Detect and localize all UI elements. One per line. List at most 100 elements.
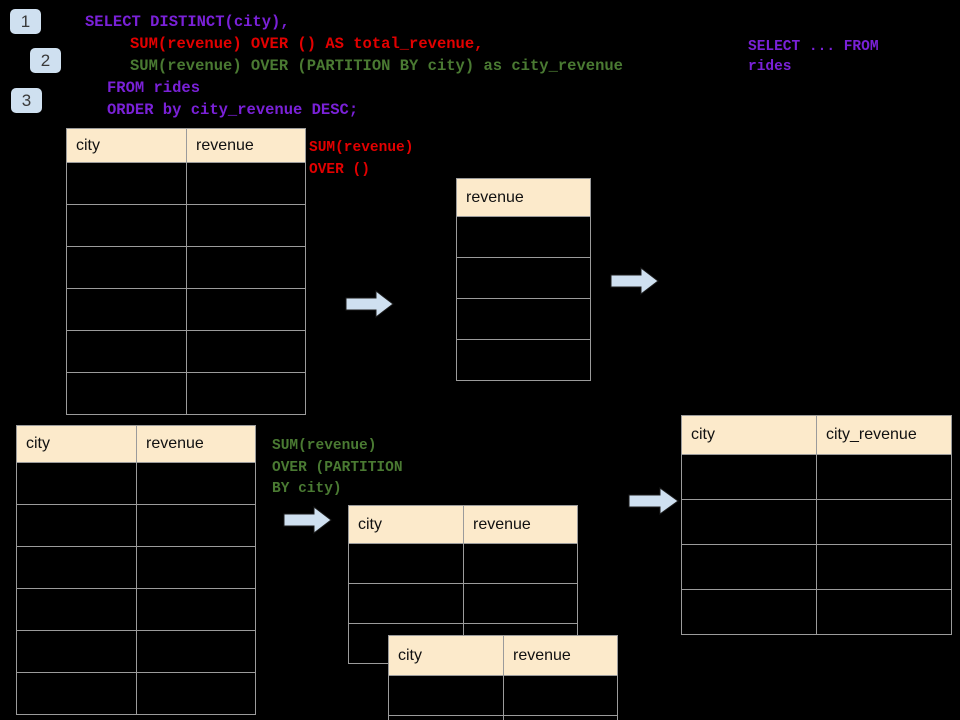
table-cell-revenue [186,330,306,373]
sql-line-select-distinct: SELECT DISTINCT(city), [85,13,290,31]
table-header-row: city city_revenue [681,415,952,455]
table-row [16,630,256,673]
table-cell-revenue [136,630,256,673]
partition-group-table-front: city revenue [388,635,618,720]
annotation-select-from-rides: SELECT ... FROM rides [748,39,879,75]
rides-source-table: city revenue [66,128,306,415]
arrow-source-to-partition [283,505,333,535]
step-badge-1-label: 1 [20,12,31,31]
column-header-city: city [388,635,504,676]
sql-line-sum-over-partition: SUM(revenue) OVER (PARTITION BY city) as… [130,57,623,75]
table-cell-revenue [456,339,591,381]
table-cell-city [66,288,187,331]
column-header-revenue: revenue [503,635,618,676]
sql-line-order-by: ORDER by city_revenue DESC; [107,101,359,119]
table-cell-city [16,588,137,631]
table-cell-revenue [463,583,578,624]
column-header-revenue: revenue [136,425,256,463]
table-cell-revenue [186,162,306,205]
sql-line-from-rides: FROM rides [107,79,201,97]
table-cell-city [681,454,817,500]
annotation-sum-over-partition: SUM(revenue) OVER (PARTITION BY city) [272,438,403,497]
step-badge-2[interactable]: 2 [30,48,61,73]
table-cell-city-revenue [816,589,952,635]
table-cell-city [681,589,817,635]
table-row [388,715,618,720]
table-header-row: city revenue [348,505,578,544]
table-cell-city [66,162,187,205]
table-cell-revenue [136,546,256,589]
table-row [681,454,952,500]
step-badge-3[interactable]: 3 [11,88,42,113]
table-cell-city [66,204,187,247]
table-cell-revenue [456,257,591,299]
table-cell-revenue [503,715,618,720]
table-cell-revenue [456,298,591,340]
column-header-city: city [66,128,187,163]
table-cell-city [66,372,187,415]
city-revenue-result-table: city city_revenue [681,415,952,635]
table-row [66,162,306,205]
table-cell-city-revenue [816,454,952,500]
table-row [348,583,578,624]
table-row [66,288,306,331]
table-row [16,504,256,547]
column-header-revenue: revenue [456,178,591,217]
table-header-row: city revenue [16,425,256,463]
table-row [66,372,306,415]
table-row [16,546,256,589]
arrow-source-to-total [345,289,395,319]
table-row [16,672,256,715]
table-cell-revenue [136,588,256,631]
column-header-city-revenue: city_revenue [816,415,952,455]
table-row [16,588,256,631]
table-cell-revenue [186,372,306,415]
table-cell-revenue [186,204,306,247]
rides-source-table-bottom: city revenue [16,425,256,715]
table-cell-revenue [456,216,591,258]
column-header-city: city [16,425,137,463]
column-header-city: city [681,415,817,455]
table-cell-city [16,672,137,715]
table-cell-city [348,583,464,624]
table-cell-revenue [136,462,256,505]
table-cell-city-revenue [816,544,952,590]
table-row [456,257,591,299]
table-row [681,589,952,635]
table-cell-city [66,246,187,289]
table-cell-revenue [136,672,256,715]
table-row [388,675,618,716]
table-row [66,204,306,247]
column-header-city: city [348,505,464,544]
table-cell-city [388,715,504,720]
step-badge-2-label: 2 [40,51,51,70]
sql-line-sum-over-empty: SUM(revenue) OVER () AS total_revenue, [130,35,484,53]
step-badge-1[interactable]: 1 [10,9,41,34]
table-cell-city [16,630,137,673]
column-header-revenue: revenue [186,128,306,163]
table-cell-city [16,546,137,589]
table-row [456,339,591,381]
table-cell-city [348,543,464,584]
table-header-row: revenue [456,178,591,217]
table-header-row: city revenue [388,635,618,676]
table-header-row: city revenue [66,128,306,163]
total-revenue-table: revenue [456,178,591,381]
table-row [66,330,306,373]
column-header-revenue: revenue [463,505,578,544]
table-cell-city [681,499,817,545]
table-row [456,216,591,258]
table-cell-city [681,544,817,590]
table-cell-revenue [136,504,256,547]
arrow-partition-to-result [628,486,680,516]
annotation-sum-over-empty: SUM(revenue) OVER () [309,140,414,178]
table-cell-revenue [186,246,306,289]
table-row [456,298,591,340]
table-cell-city [16,504,137,547]
table-cell-city [16,462,137,505]
table-cell-city-revenue [816,499,952,545]
table-cell-revenue [463,543,578,584]
step-badge-3-label: 3 [21,91,32,110]
table-row [348,543,578,584]
